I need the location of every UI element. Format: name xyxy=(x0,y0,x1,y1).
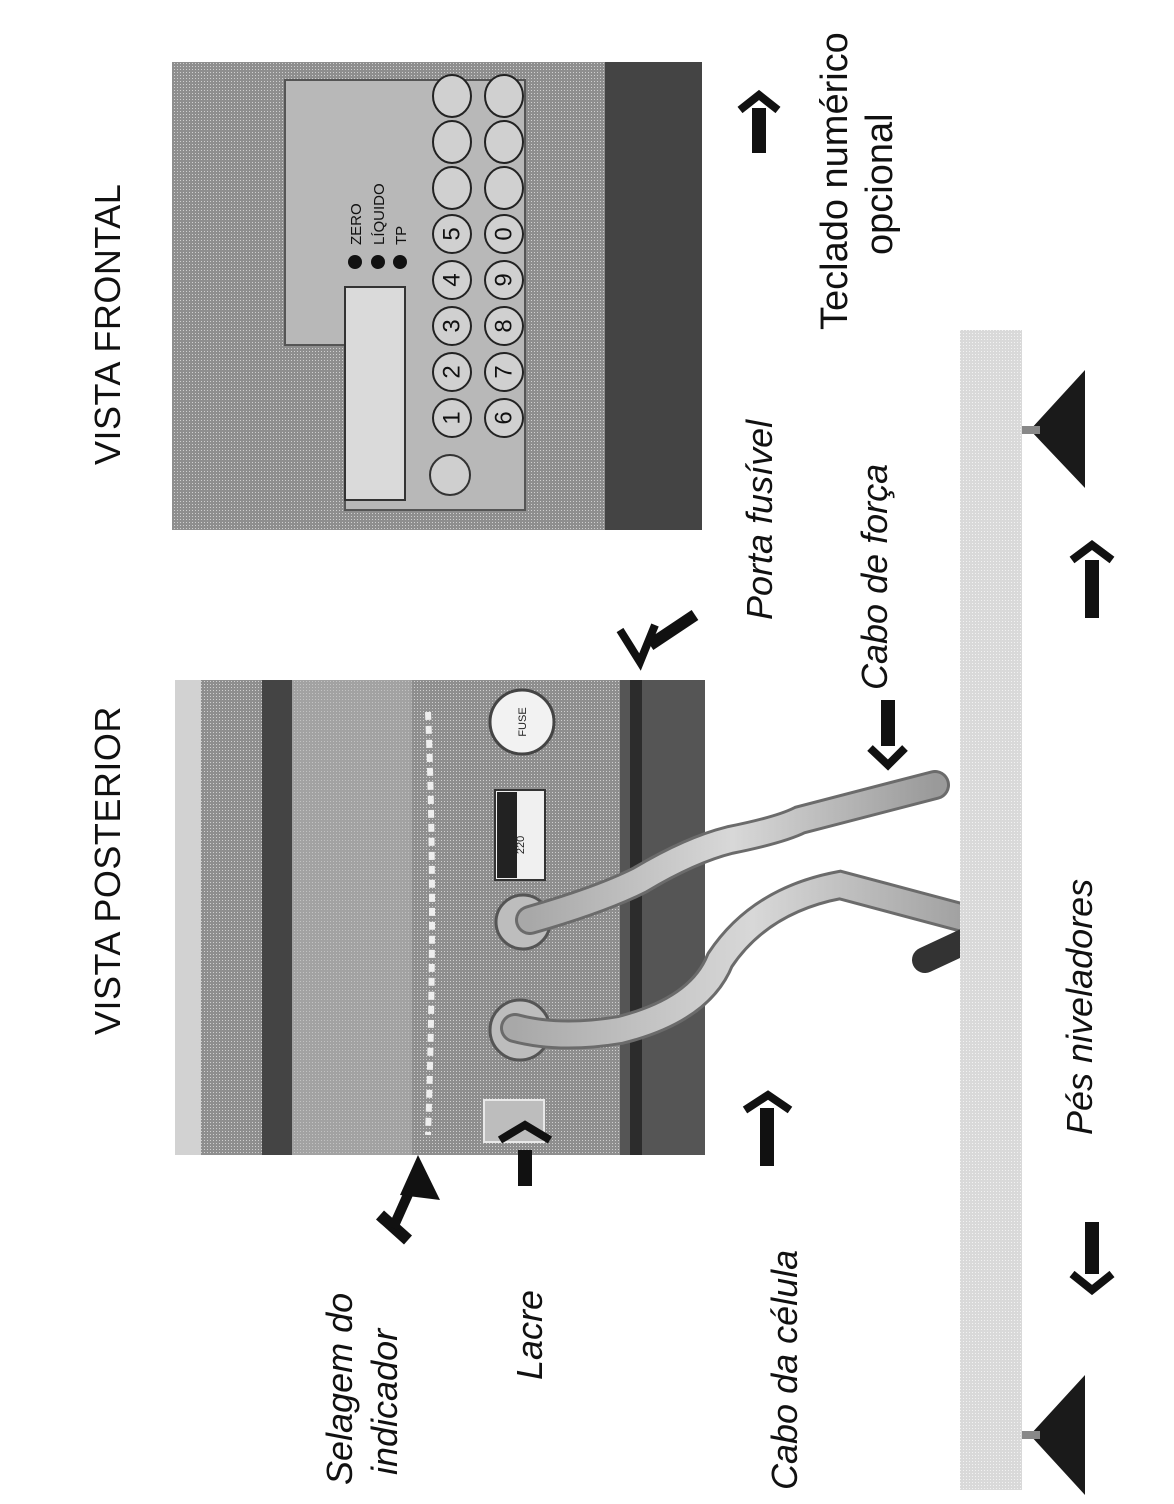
cell-cable xyxy=(503,872,1002,1047)
leveling-foot-left xyxy=(1030,1375,1085,1495)
cables xyxy=(500,770,1013,1050)
sealing-wire xyxy=(425,711,435,1136)
keypad-key-label: 1 xyxy=(439,411,466,424)
base-bar xyxy=(960,330,1022,1490)
indicator-led xyxy=(393,255,407,269)
keypad-key[interactable] xyxy=(432,260,472,300)
keypad-key-label: 0 xyxy=(491,227,518,240)
keypad-key-label: 6 xyxy=(491,411,518,424)
heading-rear-view: VISTA POSTERIOR xyxy=(87,706,128,1035)
keypad-key-label: 4 xyxy=(439,273,466,286)
indicator-leds: ZERO LÍQUIDO TP xyxy=(348,183,410,269)
keypad-key[interactable] xyxy=(432,352,472,392)
keypad-key[interactable] xyxy=(432,214,472,254)
keypad-key[interactable] xyxy=(484,398,524,438)
callout-pes-niveladores: Pés niveladores xyxy=(1059,878,1100,1135)
callout-teclado-line2: opcional xyxy=(859,113,901,255)
voltage-label: 220 xyxy=(515,836,527,854)
fuse-label: FUSE xyxy=(517,707,529,736)
function-key[interactable] xyxy=(484,166,524,210)
callout-arrows xyxy=(376,89,1115,1296)
callout-porta-fusivel: Porta fusível xyxy=(739,419,780,620)
function-key[interactable] xyxy=(484,120,524,164)
arrow-foot-right xyxy=(1069,540,1115,618)
function-key[interactable] xyxy=(432,166,472,210)
keypad-key-label: 9 xyxy=(491,273,518,286)
rear-panel-shadow xyxy=(630,680,642,1155)
callout-teclado-line1: Teclado numérico xyxy=(814,32,856,330)
rear-panel-light-band xyxy=(292,680,412,1155)
voltage-switch-lever xyxy=(497,792,517,878)
keypad-key[interactable] xyxy=(432,398,472,438)
function-keys xyxy=(432,74,524,210)
keypad-key-label: 2 xyxy=(439,365,466,378)
indicator-led xyxy=(371,255,385,269)
callout-selagem-line2: indicador xyxy=(364,1328,405,1475)
keypad-key[interactable] xyxy=(484,306,524,346)
keypad-key-label: 7 xyxy=(491,365,518,378)
arrow-foot-left xyxy=(1069,1222,1115,1296)
keypad-key[interactable] xyxy=(432,306,472,346)
front-display xyxy=(344,286,406,501)
function-key[interactable] xyxy=(432,120,472,164)
indicator-label: TP xyxy=(393,226,410,245)
arrow-porta-fusivel xyxy=(616,610,699,671)
arrow-selagem xyxy=(376,1155,440,1245)
arrow-cabo-celula xyxy=(742,1090,793,1166)
function-key[interactable] xyxy=(484,74,524,118)
rear-panel-top-edge xyxy=(175,680,201,1155)
function-key[interactable] xyxy=(432,74,472,118)
keypad-key-label: 3 xyxy=(439,319,466,332)
arrow-teclado xyxy=(737,89,781,153)
heading-front-view: VISTA FRONTAL xyxy=(87,183,128,465)
indicator-label: LÍQUIDO xyxy=(371,183,388,245)
keypad-key[interactable] xyxy=(484,352,524,392)
keypad-key-label: 8 xyxy=(491,319,518,332)
rear-panel-dark-band xyxy=(262,680,292,1155)
keypad-key-label: 5 xyxy=(439,227,466,240)
power-key xyxy=(429,454,471,496)
base-assembly xyxy=(960,330,1085,1495)
front-panel: ZERO LÍQUIDO TP 1 2 3 4 5 6 7 8 9 0 xyxy=(172,62,702,530)
indicator-led xyxy=(348,255,362,269)
callout-selagem-line1: Selagem do xyxy=(319,1292,360,1485)
power-cable xyxy=(518,773,947,932)
callout-lacre: Lacre xyxy=(509,1289,550,1380)
leveling-foot-right xyxy=(1030,370,1085,488)
numeric-keypad: 1 2 3 4 5 6 7 8 9 0 xyxy=(432,214,524,438)
indicator-label: ZERO xyxy=(348,203,365,245)
rear-panel xyxy=(175,680,705,1155)
arrow-lacre xyxy=(497,1120,553,1186)
callout-cabo-celula: Cabo da célula xyxy=(764,1249,805,1490)
keypad-key[interactable] xyxy=(484,214,524,254)
fuse-holder xyxy=(488,688,556,756)
keypad-key[interactable] xyxy=(484,260,524,300)
callout-cabo-forca: Cabo de força xyxy=(854,463,895,690)
arrow-cabo-forca xyxy=(867,700,908,771)
front-panel-bottom-edge xyxy=(605,62,702,530)
